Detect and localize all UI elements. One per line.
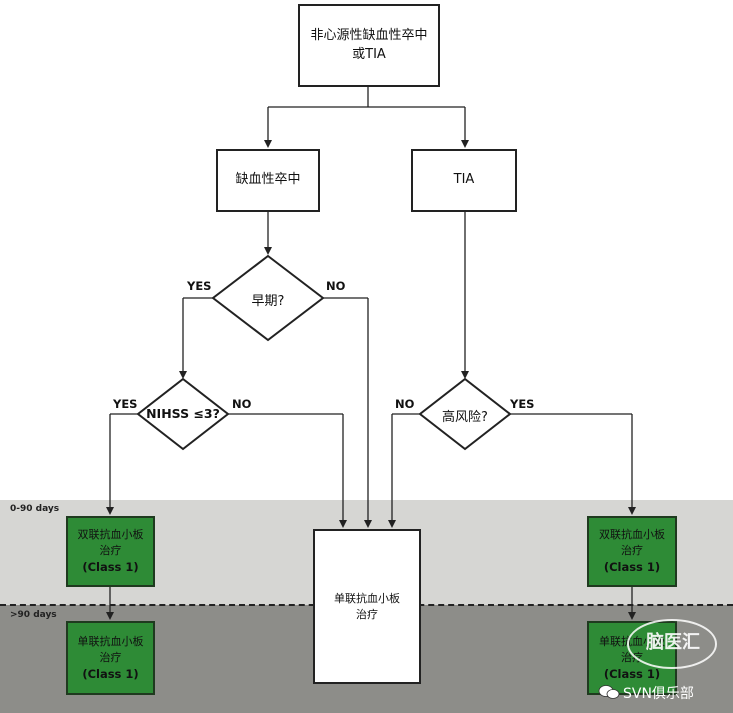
- dapt-right-line2: 治疗: [621, 544, 643, 558]
- decision-early-shape: [211, 254, 325, 342]
- tia-label: TIA: [453, 172, 475, 188]
- ischemic-stroke-label: 缺血性卒中: [235, 172, 301, 188]
- tia-box: TIA: [411, 149, 517, 212]
- nihss-no-label: NO: [232, 397, 252, 411]
- nihss-yes-label: YES: [113, 397, 138, 411]
- decision-early-label: 早期?: [251, 294, 285, 309]
- decision-highrisk-shape: [418, 377, 512, 451]
- dapt-left-line2: 治疗: [99, 544, 122, 558]
- watermark-logo-icon: [627, 619, 717, 669]
- root-line2: 或TIA: [352, 46, 386, 62]
- sapt-right-line1: 单联抗血小板: [599, 634, 665, 648]
- sapt-left-line2: 治疗: [99, 650, 122, 664]
- watermark-account: SVN俱乐部: [623, 686, 694, 702]
- sapt-center-line1: 单联抗血小板: [334, 591, 400, 605]
- root-line1: 非心源性缺血性卒中: [310, 27, 428, 43]
- dapt-left-class: (Class 1): [82, 560, 139, 575]
- highrisk-yes-label: YES: [510, 397, 535, 411]
- sapt-left-class: (Class 1): [82, 666, 139, 681]
- root-box: 非心源性缺血性卒中 或TIA: [298, 4, 440, 87]
- dapt-left-line1: 双联抗血小板: [77, 528, 144, 542]
- sapt-left-line1: 单联抗血小板: [77, 634, 144, 648]
- sapt-box-center: 单联抗血小板 治疗: [313, 529, 421, 684]
- sapt-box-left: 单联抗血小板 治疗 (Class 1): [66, 621, 155, 695]
- decision-nihss-shape: [136, 377, 230, 451]
- sapt-right-line2: 治疗: [621, 650, 643, 664]
- band-label-late: >90 days: [10, 610, 57, 620]
- ischemic-stroke-box: 缺血性卒中: [216, 149, 320, 212]
- wechat-icon: [598, 684, 620, 700]
- watermark-logo-text: 脑医汇: [646, 632, 700, 653]
- decision-highrisk-label: 高风险?: [442, 410, 488, 425]
- sapt-center-line2: 治疗: [356, 607, 378, 621]
- early-no-label: NO: [326, 279, 346, 293]
- decision-nihss-label: NIHSS ≤3?: [146, 406, 220, 421]
- dapt-box-right: 双联抗血小板 治疗 (Class 1): [587, 516, 677, 587]
- sapt-right-class: (Class 1): [603, 666, 661, 681]
- dapt-right-line1: 双联抗血小板: [599, 528, 665, 542]
- highrisk-no-label: NO: [395, 397, 415, 411]
- dapt-box-left: 双联抗血小板 治疗 (Class 1): [66, 516, 155, 587]
- dapt-right-class: (Class 1): [603, 560, 661, 575]
- early-yes-label: YES: [187, 279, 212, 293]
- band-label-early: 0-90 days: [10, 504, 60, 514]
